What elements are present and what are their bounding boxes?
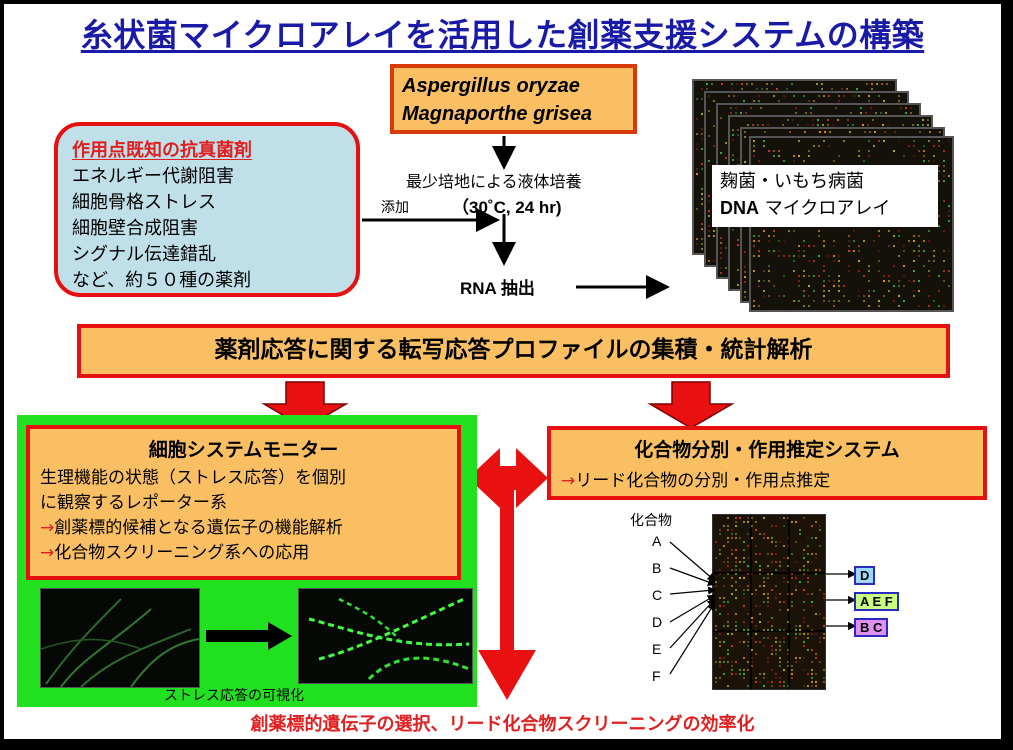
red-arrow-glyph: →: [40, 543, 55, 563]
result-group-bc: B C: [854, 618, 889, 637]
cell-monitor-title: 細胞システムモニター: [148, 439, 339, 461]
compound-system-box: 化合物分別・作用推定システム →リード化合物の分別・作用点推定: [547, 426, 987, 500]
down-arrow-right: [647, 381, 735, 429]
red-arrow-glyph: →: [40, 518, 55, 538]
antifungal-item: エネルギー代謝阻害: [72, 166, 234, 187]
result-group-d: D: [854, 566, 876, 585]
slide: 糸状菌マイクロアレイを活用した創薬支援システムの構築 Aspergillus o…: [4, 4, 1001, 739]
antifungal-item: など、約５０種の薬剤: [72, 270, 252, 291]
hyphae-bright-image: [308, 597, 470, 681]
bidirectional-arrow: [468, 448, 548, 700]
cell-monitor-box: 細胞システムモニター 生理機能の状態（ストレス応答）を個別 に観察するレポーター…: [26, 425, 461, 580]
microarray-label-rest: マイクロアレイ: [759, 198, 891, 219]
microarray-label-line1: 麹菌・いもち病菌: [720, 171, 864, 192]
analysis-banner: 薬剤応答に関する転写応答プロファイルの集積・統計解析: [77, 324, 950, 378]
antifungal-item: シグナル伝達錯乱: [72, 244, 216, 265]
compound-letter: C: [652, 587, 663, 603]
microarray-label-dna: DNA: [720, 198, 759, 218]
microarray-label: 麹菌・いもち病菌 DNA マイクロアレイ: [712, 165, 938, 227]
microscopy-image-before: [40, 588, 200, 688]
compound-letter: E: [652, 641, 662, 657]
compound-system-title: 化合物分別・作用推定システム: [634, 439, 900, 461]
page-title: 糸状菌マイクロアレイを活用した創薬支援システムの構築: [80, 16, 925, 54]
compound-letter: A: [652, 533, 662, 549]
monitor-line: に観察するレポーター系: [40, 493, 227, 513]
rna-extraction-label: RNA 抽出: [460, 279, 535, 298]
monitor-line: 創薬標的候補となる遺伝子の機能解析: [54, 518, 343, 538]
antifungal-title: 作用点既知の抗真菌剤: [72, 140, 252, 161]
classification-arrows: [669, 541, 857, 675]
organism-2: Magnaporthe grisea: [402, 103, 593, 125]
compound-letter: B: [652, 560, 662, 576]
monitor-line: 化合物スクリーニング系への応用: [54, 543, 310, 563]
microscopy-caption: ストレス応答の可視化: [164, 688, 304, 704]
compounds-label: 化合物: [630, 513, 672, 529]
add-label: 添加: [381, 200, 409, 216]
microarray-spots: [714, 516, 825, 689]
compound-system-desc: リード化合物の分別・作用点推定: [575, 471, 831, 491]
microscopy-image-after: [298, 588, 473, 684]
hyphae-dim-image: [41, 598, 199, 687]
flow-arrows: [362, 136, 670, 299]
organism-box: Aspergillus oryzae Magnaporthe grisea: [390, 64, 637, 134]
monitor-line: 生理機能の状態（ストレス応答）を個別: [40, 468, 346, 488]
microarray-stack: 麹菌・いもち病菌 DNA マイクロアレイ: [692, 79, 954, 312]
classification-microarray: [712, 514, 826, 690]
compound-letter: F: [652, 668, 661, 684]
result-group-aef: A E F: [854, 592, 899, 611]
conclusion-text: 創薬標的遺伝子の選択、リード化合物スクリーニングの効率化: [250, 714, 755, 735]
culture-label: 最少培地による液体培養: [406, 172, 582, 191]
culture-condition: （30˚C, 24 hr): [452, 198, 562, 217]
microscopy-arrow: [206, 622, 292, 650]
antifungal-agents-box: 作用点既知の抗真菌剤 エネルギー代謝阻害 細胞骨格ストレス 細胞壁合成阻害 シグ…: [54, 122, 360, 297]
organism-1: Aspergillus oryzae: [402, 75, 580, 97]
compound-letter: D: [652, 614, 663, 630]
red-arrow-glyph: →: [561, 471, 576, 491]
antifungal-item: 細胞壁合成阻害: [72, 218, 198, 239]
antifungal-item: 細胞骨格ストレス: [72, 192, 216, 213]
